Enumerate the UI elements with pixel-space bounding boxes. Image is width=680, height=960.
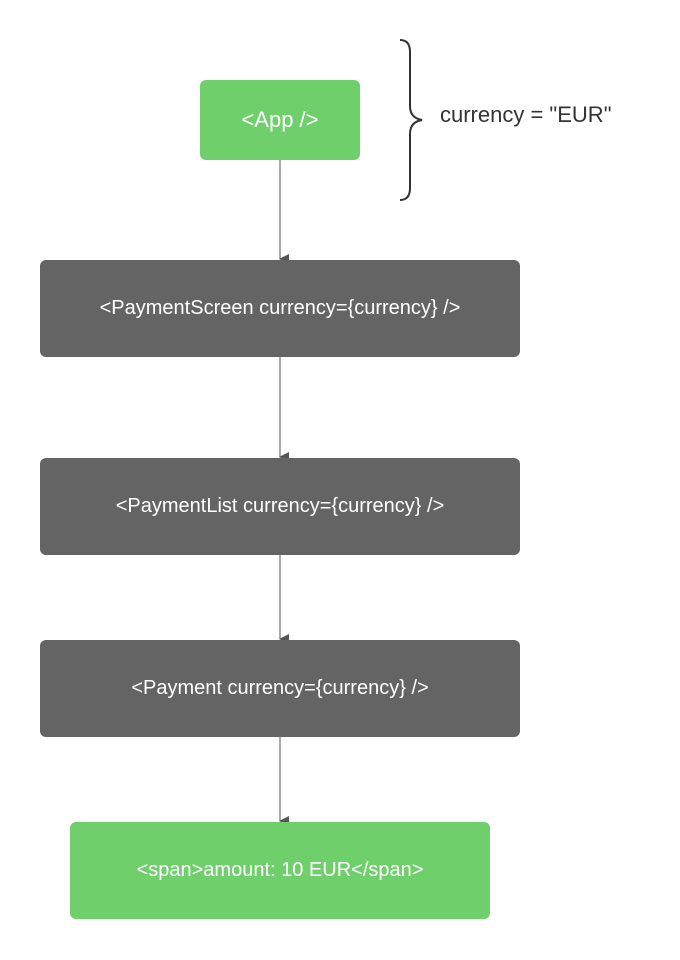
app-node: <App /> (200, 80, 360, 160)
app-node-label: <App /> (241, 107, 319, 132)
currency-annotation: currency = "EUR" (440, 102, 612, 127)
payment-screen-node-label: <PaymentScreen currency={currency} /> (99, 297, 461, 319)
payment-node: <Payment currency={currency} /> (40, 640, 520, 737)
span-node-label: <span>amount: 10 EUR</span> (136, 859, 424, 881)
curly-brace-icon (399, 39, 423, 201)
payment-list-node-label: <PaymentList currency={currency} /> (115, 495, 445, 517)
payment-list-node: <PaymentList currency={currency} /> (40, 458, 520, 555)
payment-screen-node: <PaymentScreen currency={currency} /> (40, 260, 520, 357)
payment-node-label: <Payment currency={currency} /> (131, 677, 429, 699)
span-node: <span>amount: 10 EUR</span> (70, 822, 490, 919)
